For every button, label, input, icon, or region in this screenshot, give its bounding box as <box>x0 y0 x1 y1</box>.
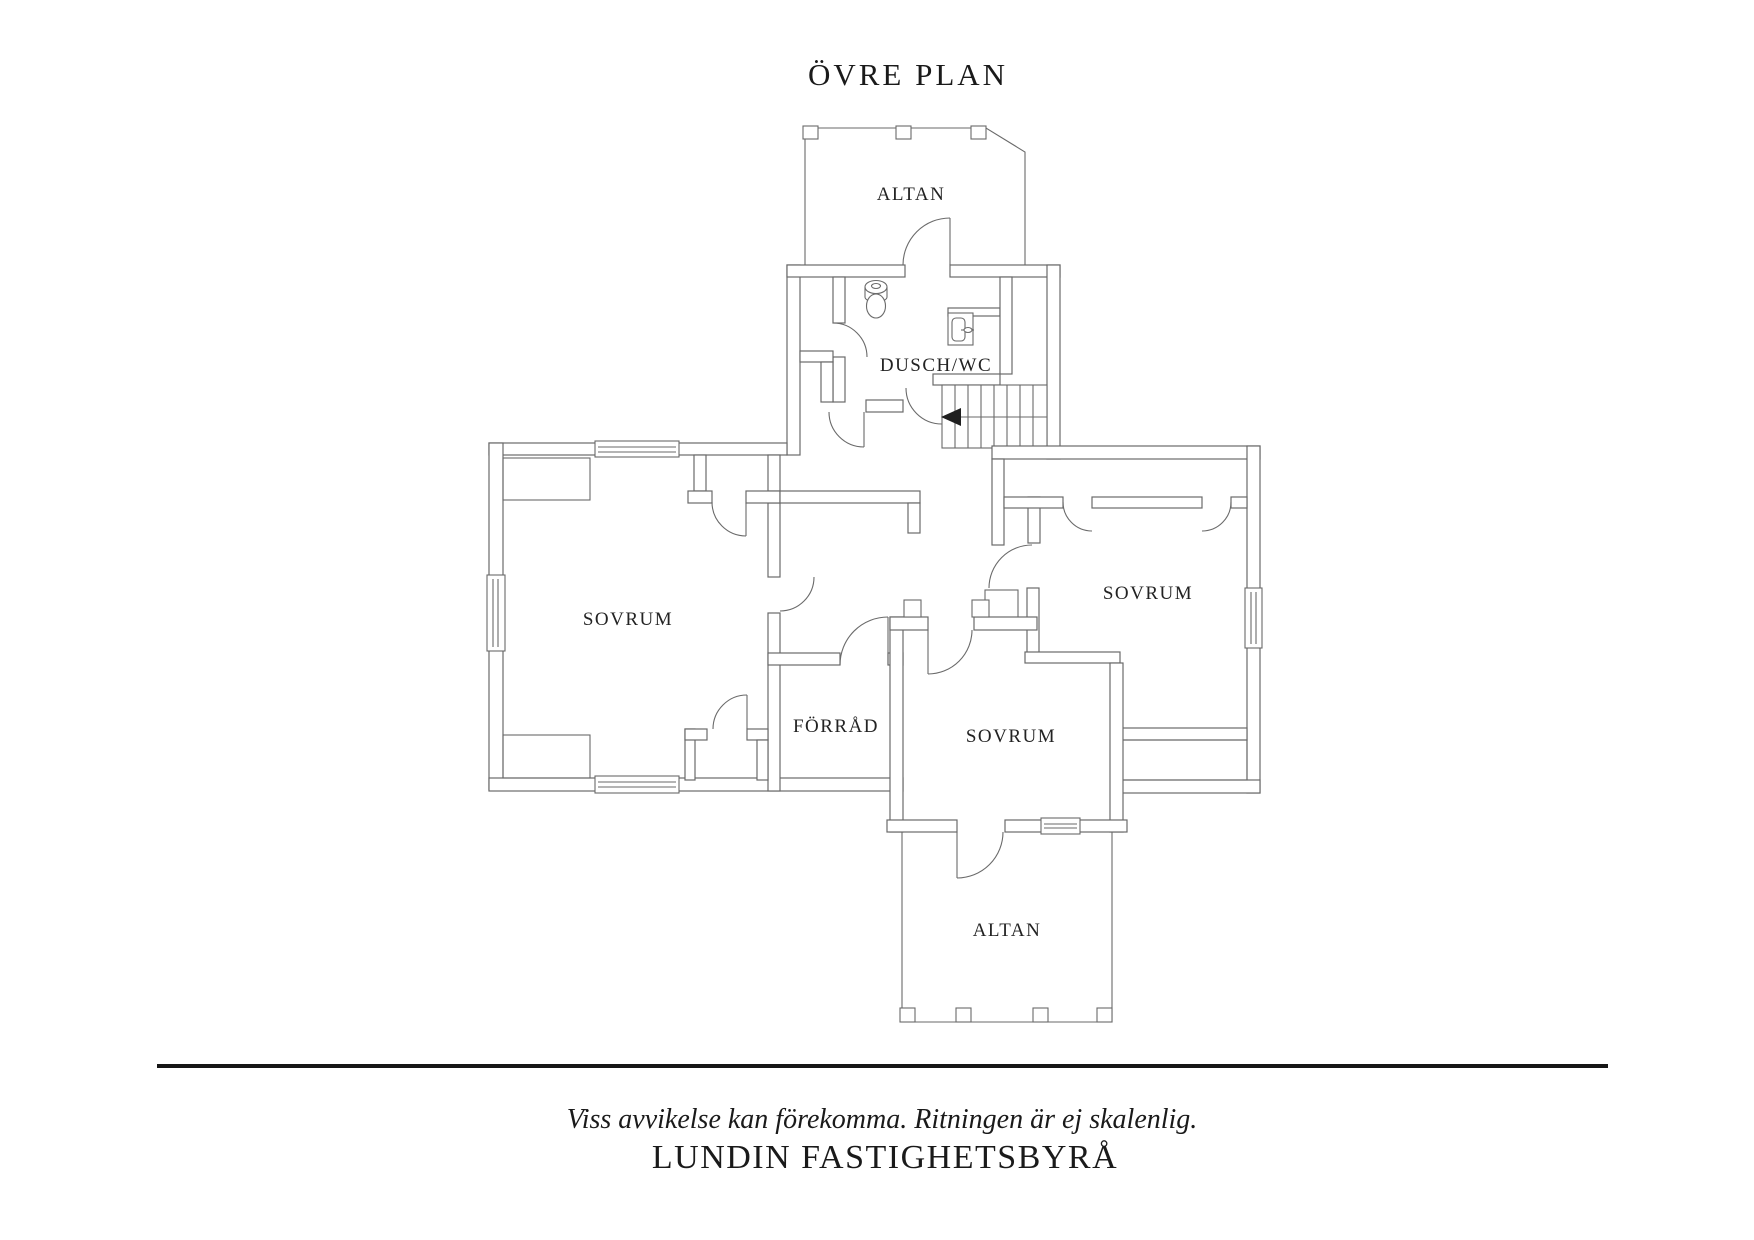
room-label-sovrum-left: SOVRUM <box>583 609 673 630</box>
room-label-sovrum-center: SOVRUM <box>966 726 1056 747</box>
terrace-top <box>802 125 1026 265</box>
door-arc <box>711 501 747 537</box>
hallway-walls <box>984 445 1261 654</box>
center-block-window <box>1040 817 1081 835</box>
window <box>1040 817 1081 835</box>
closet <box>502 734 591 779</box>
terrace-top-door <box>902 217 951 266</box>
stairs-direction-arrow <box>941 408 961 426</box>
page-title: ÖVRE PLAN <box>807 57 1009 92</box>
right-wing-closets <box>1119 739 1248 781</box>
door-arc <box>927 629 973 675</box>
terrace-post <box>802 125 819 140</box>
center-block-walls <box>767 599 1128 833</box>
door-arc <box>828 411 865 448</box>
footer-divider <box>157 1064 1608 1068</box>
room-label-forrad: FÖRRÅD <box>793 716 879 737</box>
room-labels: ALTAN DUSCH/WC SOVRUM SOVRUM FÖRRÅD SOVR… <box>583 184 1193 941</box>
door-arc <box>832 322 868 358</box>
right-wing-walls <box>1003 445 1261 794</box>
terrace-post <box>970 125 987 140</box>
chimney <box>971 599 990 618</box>
window <box>1244 587 1263 649</box>
door-arc <box>988 544 1033 589</box>
terrace-post <box>899 1007 916 1023</box>
door-arc <box>1201 501 1232 532</box>
closet <box>1119 739 1248 781</box>
terrace-post <box>895 125 912 140</box>
footer-disclaimer: Viss avvikelse kan förekomma. Ritningen … <box>566 1104 1198 1135</box>
left-wing-windows <box>486 440 680 794</box>
terrace-bottom <box>899 832 1113 1023</box>
door-arc <box>712 694 748 730</box>
terrace-post <box>1096 1007 1113 1023</box>
terrace-post <box>955 1007 972 1023</box>
door-arc <box>779 576 815 612</box>
right-wing-doors <box>1062 501 1232 532</box>
left-wing-doors <box>711 501 815 730</box>
room-label-altan-top: ALTAN <box>877 184 946 205</box>
window <box>594 775 680 794</box>
door-arc <box>905 387 943 425</box>
bathroom-doors <box>828 322 868 448</box>
room-label-altan-bottom: ALTAN <box>973 920 1042 941</box>
left-wing-closets <box>502 457 591 779</box>
sink-icon <box>947 312 974 346</box>
room-label-sovrum-right: SOVRUM <box>1103 583 1193 604</box>
left-wing-walls <box>488 442 921 792</box>
chimney <box>903 599 922 618</box>
staircase <box>905 384 1048 449</box>
footer-brand: LUNDIN FASTIGHETSBYRÅ <box>651 1139 1119 1176</box>
center-block-doors <box>839 616 1004 879</box>
closet <box>502 457 591 501</box>
door-arc <box>956 831 1004 879</box>
right-wing-window <box>1244 587 1263 649</box>
door-arc <box>839 616 889 666</box>
terrace-post <box>1032 1007 1049 1023</box>
toilet-icon <box>864 279 888 319</box>
door-arc <box>1062 501 1093 532</box>
window <box>486 574 506 652</box>
upper-block-walls <box>786 264 1061 460</box>
window <box>594 440 680 458</box>
room-label-dusch-wc: DUSCH/WC <box>880 355 992 376</box>
door-arc <box>902 217 951 266</box>
